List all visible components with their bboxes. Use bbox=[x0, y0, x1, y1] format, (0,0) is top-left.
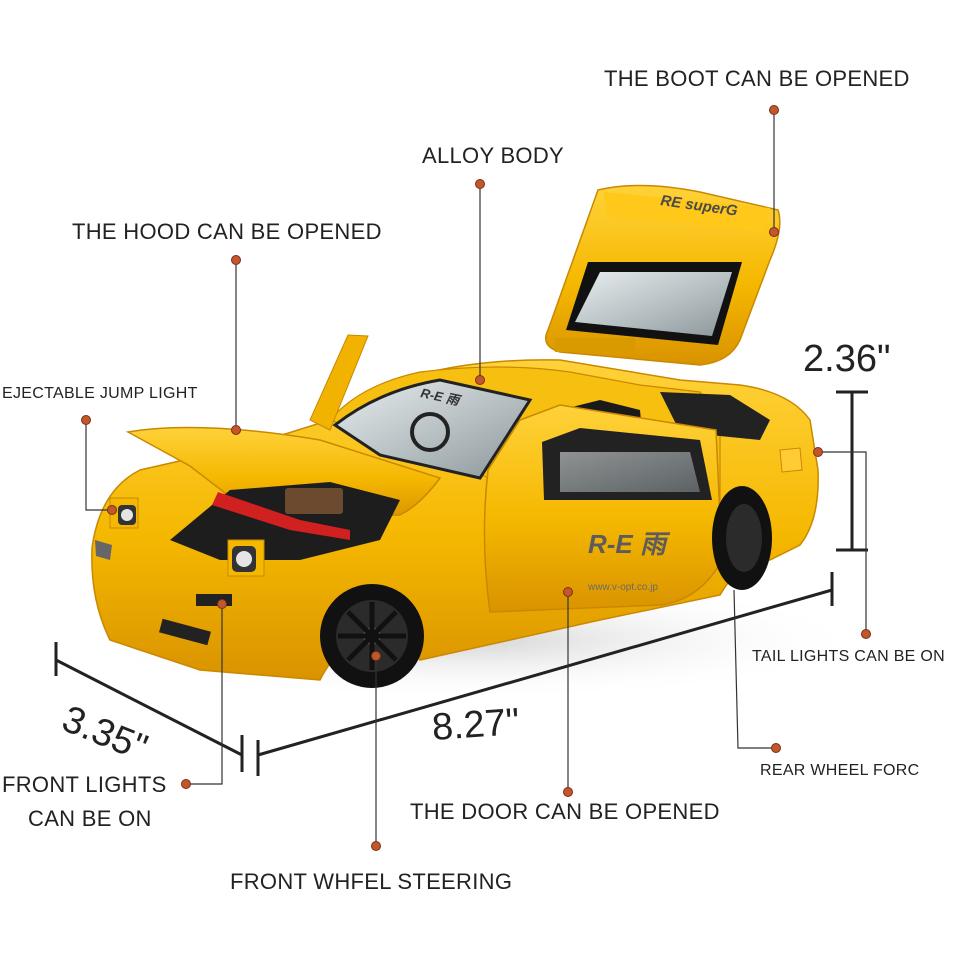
hood-callout-label: THE HOOD CAN BE OPENED bbox=[72, 219, 382, 244]
door-callout-label: THE DOOR CAN BE OPENED bbox=[410, 799, 720, 824]
dimension-lines bbox=[54, 390, 868, 776]
jump-light-callout-label: EJECTABLE JUMP LIGHT bbox=[2, 385, 198, 402]
car-body: R-E 雨 R-E 雨 www.v-opt.co.jp bbox=[91, 334, 819, 681]
rear-wheel-callout-label: REAR WHEEL FORC bbox=[760, 762, 920, 779]
front-wheel-callout-label: FRONT WHFEL STEERING bbox=[230, 869, 513, 894]
open-boot-lid: RE superG bbox=[545, 184, 781, 366]
boot-callout-label: THE BOOT CAN BE OPENED bbox=[604, 66, 910, 91]
pop-up-headlight-left bbox=[109, 497, 139, 529]
front-lights-callout-label-line2: CAN BE ON bbox=[28, 806, 152, 831]
alloy-body-callout-label: ALLOY BODY bbox=[422, 143, 564, 168]
tail-lights-callout-label: TAIL LIGHTS CAN BE ON bbox=[752, 648, 946, 665]
height-dimension-label: 2.36" bbox=[803, 338, 891, 380]
length-dimension-label: 8.27" bbox=[430, 701, 521, 750]
rear-wheel bbox=[712, 486, 772, 590]
door-decal-logo: R-E 雨 bbox=[588, 529, 671, 559]
callout-leaders bbox=[85, 110, 867, 846]
front-lights-callout-label-line1: FRONT LIGHTS bbox=[2, 772, 167, 797]
front-wheel bbox=[320, 584, 424, 688]
pop-up-headlight-right bbox=[227, 539, 265, 577]
callout-dots bbox=[81, 105, 871, 851]
door-decal-url: www.v-opt.co.jp bbox=[587, 582, 658, 593]
